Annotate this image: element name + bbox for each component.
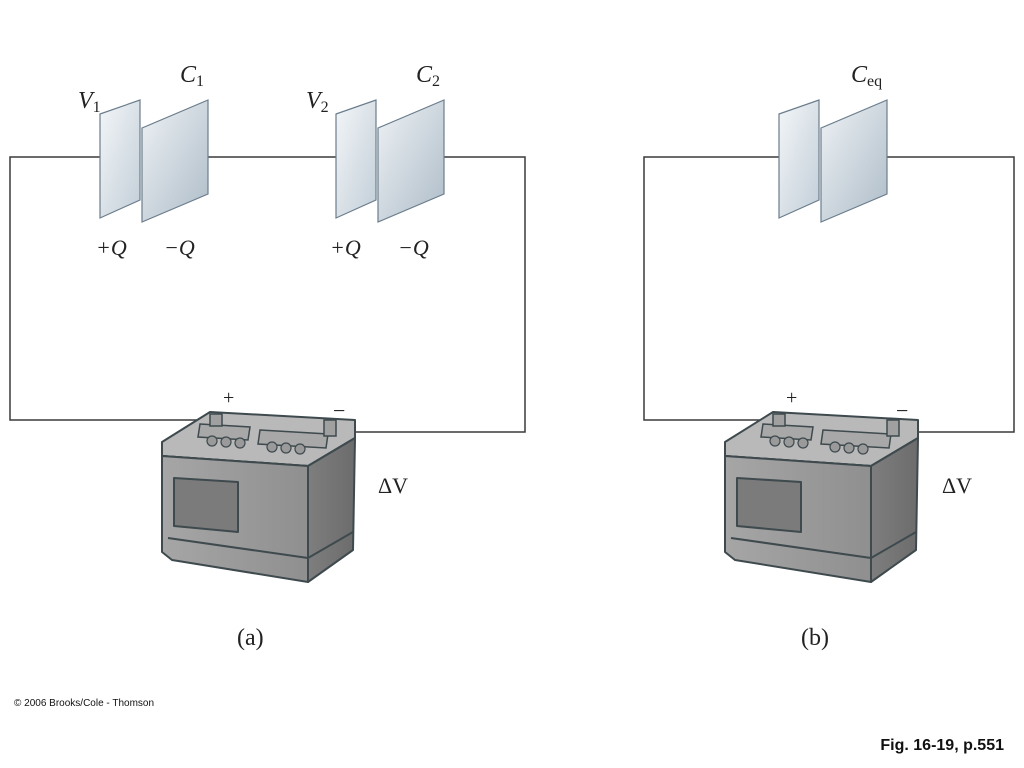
battery-b-icon [724,411,919,583]
label-v2: V2 [306,88,329,116]
battery-a-plus: + [223,387,234,409]
label-ceq: Ceq [851,62,882,90]
capacitor-c2 [335,99,445,223]
battery-b-minus: − [896,398,908,423]
capacitor-c1 [99,99,209,223]
charge-minus-c1: −Q [164,235,195,260]
label-c2: C2 [416,62,440,90]
battery-a-voltage: ΔV [378,473,408,498]
figure-reference: Fig. 16-19, p.551 [880,737,1004,754]
charge-plus-c2: +Q [330,235,361,260]
battery-a-minus: − [333,398,345,423]
caption-b: (b) [801,625,829,651]
panel-b: Ceq + − ΔV (b) [643,62,1015,651]
charge-minus-c2: −Q [398,235,429,260]
label-v1: V1 [78,88,101,116]
battery-b-plus: + [786,387,797,409]
battery-a-icon [161,411,356,583]
copyright-notice: © 2006 Brooks/Cole - Thomson [14,698,154,709]
panel-a: C1 C2 V1 V2 +Q −Q +Q −Q + − ΔV (a) [9,62,526,651]
caption-a: (a) [237,625,264,651]
wire-b-right [857,156,1015,433]
wire-b-left [643,156,784,421]
battery-b-voltage: ΔV [942,473,972,498]
label-c1: C1 [180,62,204,90]
charge-plus-c1: +Q [96,235,127,260]
wire-a-loop [9,156,222,421]
capacitor-ceq [778,99,888,223]
wire-a-right [336,156,526,433]
